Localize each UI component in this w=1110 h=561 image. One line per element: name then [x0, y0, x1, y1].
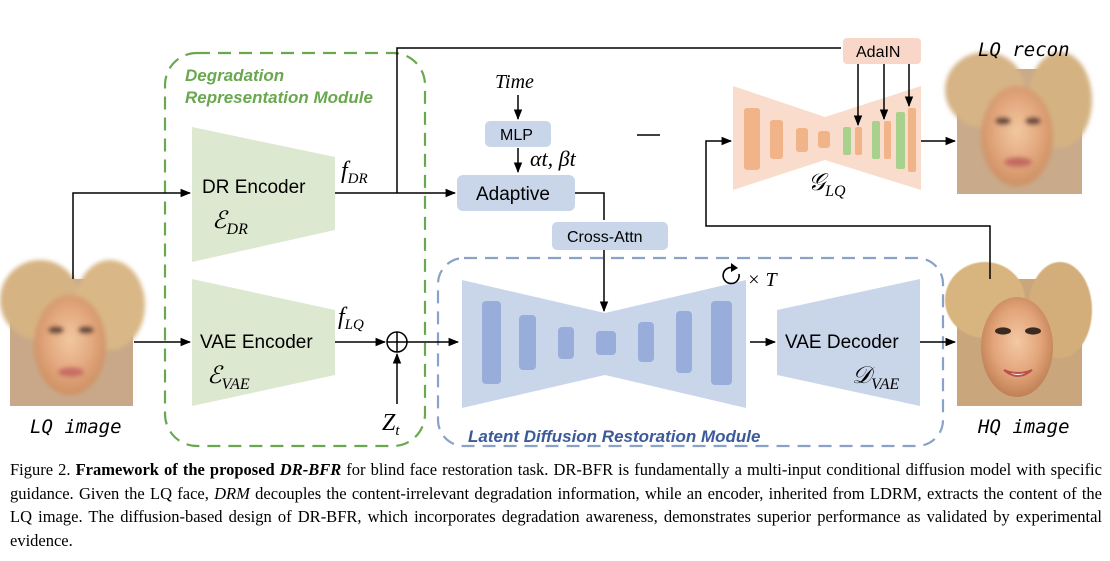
vae-decoder-label: VAE Decoder	[785, 332, 899, 353]
loop-label: × T	[747, 269, 778, 291]
lq-image	[0, 260, 145, 406]
unet-bar-2	[519, 315, 536, 370]
caption-text-2: decouples the content-irrelevant degrada…	[10, 483, 1103, 550]
lq-recon-image	[945, 52, 1092, 194]
glq-bar-4	[818, 131, 830, 148]
unet-bar-7	[711, 301, 732, 385]
lq-image-label: LQ image	[30, 416, 122, 438]
adaptive-block	[457, 175, 575, 211]
glq-bar-2	[770, 120, 783, 159]
unet-bar-4	[596, 331, 616, 355]
vae-encoder-label: VAE Encoder	[200, 332, 313, 353]
glq-bar-3	[796, 128, 808, 152]
caption-bold: Framework of the proposed	[75, 460, 280, 479]
mlp-block	[485, 121, 551, 147]
fdr-to-adain-line	[396, 47, 841, 193]
dr-encoder-block	[192, 127, 335, 262]
cross-attn-block	[552, 222, 668, 250]
lq-to-dr-encoder-arrow	[72, 188, 192, 279]
mlp-label: MLP	[500, 127, 533, 144]
f-dr-label: fDR	[341, 158, 368, 187]
cross-attn-label: Cross-Attn	[567, 229, 643, 246]
glq-bar-6	[855, 127, 862, 155]
drm-module-title-line1: Degradation	[185, 66, 284, 85]
glq-bar-10	[908, 108, 916, 172]
glq-bar-8	[884, 121, 891, 159]
caption-italic: DRM	[214, 483, 250, 503]
vae-encoder-symbol: ℰVAE	[207, 363, 250, 393]
glq-bar-1	[744, 108, 760, 170]
vae-encoder-block	[192, 279, 335, 406]
glq-bar-9	[896, 112, 905, 169]
vae-decoder-block	[777, 279, 920, 406]
z-t-label: Zt	[382, 410, 400, 439]
loop-icon	[722, 266, 740, 285]
glq-symbol: 𝒢LQ	[808, 170, 846, 200]
unet-bar-6	[676, 311, 692, 373]
adaptive-to-cross-attn-line	[575, 192, 605, 220]
latent-module-title: Latent Diffusion Restoration Module	[468, 427, 760, 446]
unet-bar-1	[482, 301, 501, 384]
drm-module-title-line2: Representation Module	[185, 88, 373, 107]
caption-bold-italic: DR-BFR	[279, 460, 342, 479]
hq-to-glq-arrow	[705, 136, 991, 279]
hq-image-label: HQ image	[977, 416, 1070, 438]
caption-text-1: for blind face restoration task. DR-BFR …	[10, 460, 1102, 503]
caption-prefix: Figure 2.	[10, 460, 76, 479]
f-lq-label: fLQ	[338, 304, 364, 333]
alpha-beta-label: αt, βt	[530, 146, 577, 171]
unet-bar-3	[558, 327, 574, 359]
dr-encoder-symbol: ℰDR	[212, 208, 248, 238]
framework-diagram: Degradation Representation Module Latent…	[0, 38, 1092, 448]
glq-bar-5	[843, 127, 851, 155]
denoise-unet-block-right	[605, 280, 746, 408]
unet-bar-5	[638, 322, 654, 362]
adain-block	[843, 38, 921, 64]
glq-bar-7	[872, 121, 880, 159]
adain-label: AdaIN	[856, 44, 900, 61]
lq-recon-label: LQ recon	[978, 39, 1070, 61]
loop-icon-head	[731, 263, 738, 272]
figure-caption: Figure 2. Framework of the proposed DR-B…	[10, 458, 1102, 552]
dr-encoder-label: DR Encoder	[202, 177, 306, 198]
adaptive-label: Adaptive	[476, 184, 550, 205]
drm-module-border	[163, 51, 427, 448]
hq-image	[945, 262, 1092, 406]
time-label: Time	[495, 71, 534, 93]
